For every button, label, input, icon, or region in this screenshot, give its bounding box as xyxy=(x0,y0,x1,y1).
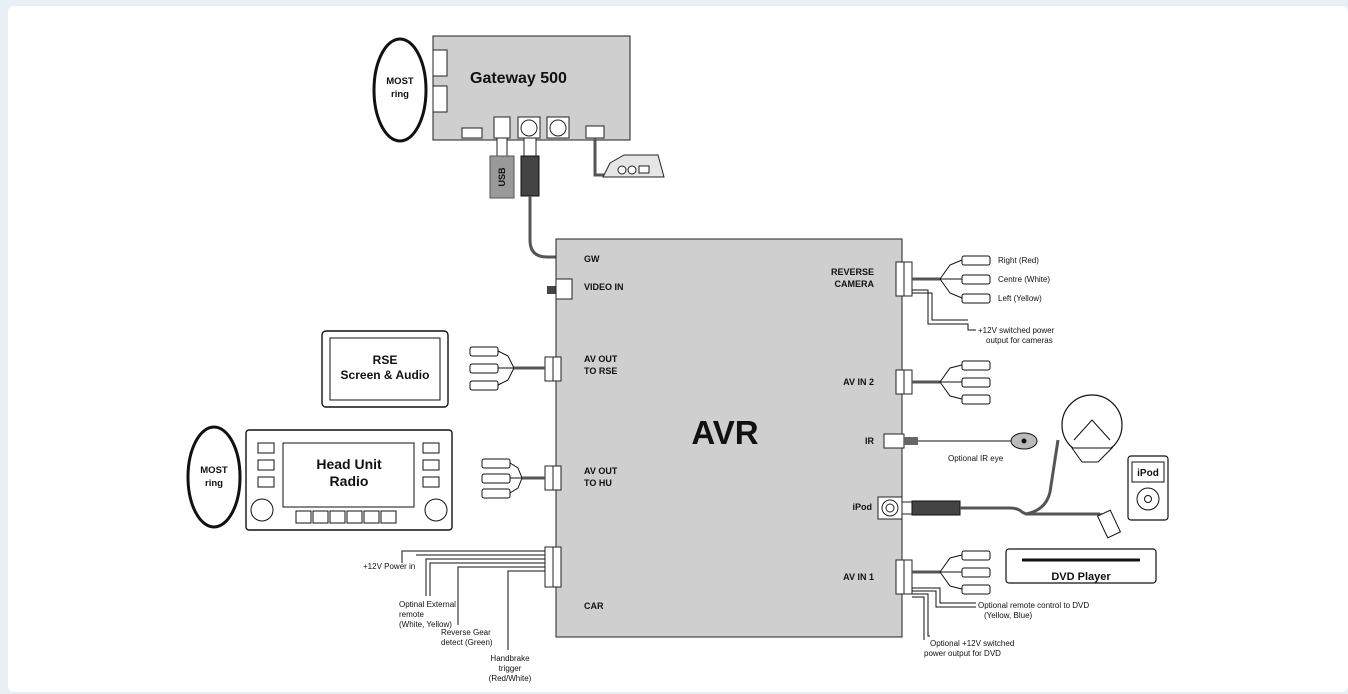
port-ir-label: IR xyxy=(865,436,875,446)
ipod-label: iPod xyxy=(1137,468,1159,479)
hu-rca-cables xyxy=(481,458,545,499)
rse-rca-cables xyxy=(469,346,545,391)
note-ext-remote: Optinal External xyxy=(399,600,456,609)
note-dvd-power: Optional +12V switched xyxy=(930,639,1014,648)
head-unit-title: Head Unit xyxy=(316,456,382,472)
gateway-aux-connector xyxy=(593,138,665,178)
ipod-device: iPod xyxy=(1127,455,1169,521)
ipod-cable xyxy=(901,439,1122,539)
ir-eye-cable xyxy=(904,432,1038,450)
car-port xyxy=(544,546,562,588)
svg-text:ring: ring xyxy=(391,89,409,100)
svg-text:(Red/White): (Red/White) xyxy=(489,674,532,683)
head-unit-subtitle: Radio xyxy=(330,473,369,489)
head-unit-most-ring: MOST ring xyxy=(186,425,242,529)
reverse-camera-port xyxy=(895,261,913,297)
svg-text:CAMERA: CAMERA xyxy=(835,279,875,289)
dvd-label: DVD Player xyxy=(1051,571,1111,583)
svg-text:TO RSE: TO RSE xyxy=(584,366,617,376)
usb-label: USB xyxy=(497,167,507,187)
svg-text:(White, Yellow): (White, Yellow) xyxy=(399,620,452,629)
av-out-rse-port xyxy=(544,356,562,382)
video-in-connector xyxy=(547,278,573,300)
svg-text:trigger: trigger xyxy=(499,664,522,673)
avr-label: AVR xyxy=(691,414,758,451)
car-harness-wires xyxy=(401,550,545,650)
svg-text:power output for DVD: power output for DVD xyxy=(924,649,1001,658)
avr-box: AVR xyxy=(555,238,903,638)
av-in1-rca-cables xyxy=(912,550,991,640)
note-right-red: Right (Red) xyxy=(998,256,1039,265)
port-reverse-camera-label: REVERSE xyxy=(831,267,874,277)
port-av-in2-label: AV IN 2 xyxy=(843,377,874,387)
ipod-dock-clip xyxy=(1061,394,1123,463)
dvd-player: DVD Player xyxy=(1005,548,1157,584)
head-unit-radio: Head Unit Radio xyxy=(245,429,453,531)
svg-text:remote: remote xyxy=(399,610,424,619)
av-out-hu-port xyxy=(544,465,562,491)
gateway-label: Gateway 500 xyxy=(470,70,567,87)
port-car-label: CAR xyxy=(584,601,604,611)
gateway-most-ring: MOST ring xyxy=(372,37,428,143)
note-reverse-gear: Reverse Gear xyxy=(441,628,491,637)
note-dvd-remote: Optional remote control to DVD xyxy=(978,601,1089,610)
rse-title: RSE xyxy=(373,353,398,367)
gw-cable xyxy=(520,137,556,259)
ipod-port xyxy=(877,496,903,520)
rse-screen: RSE Screen & Audio xyxy=(321,330,449,408)
port-video-in-label: VIDEO IN xyxy=(584,282,624,292)
reverse-camera-rca-cables xyxy=(912,255,991,331)
svg-text:ring: ring xyxy=(205,478,223,489)
port-ipod-label: iPod xyxy=(853,502,873,512)
svg-text:detect (Green): detect (Green) xyxy=(441,638,493,647)
usb-plug: USB xyxy=(489,137,515,199)
gateway-500-module: Gateway 500 xyxy=(432,35,631,141)
port-av-out-hu-label: AV OUT xyxy=(584,466,618,476)
av-in2-port xyxy=(895,369,913,395)
svg-text:MOST: MOST xyxy=(200,465,228,476)
port-av-out-rse-label: AV OUT xyxy=(584,354,618,364)
svg-text:TO HU: TO HU xyxy=(584,478,612,488)
port-av-in1-label: AV IN 1 xyxy=(843,572,874,582)
svg-text:(Yellow, Blue): (Yellow, Blue) xyxy=(984,611,1033,620)
note-camera-power: +12V switched power xyxy=(978,326,1055,335)
rse-subtitle: Screen & Audio xyxy=(341,368,430,382)
av-in1-port xyxy=(895,559,913,595)
port-gw-label: GW xyxy=(584,254,600,264)
av-in2-rca-cables xyxy=(912,360,991,405)
note-centre-white: Centre (White) xyxy=(998,275,1050,284)
note-left-yellow: Left (Yellow) xyxy=(998,294,1042,303)
note-ir-eye: Optional IR eye xyxy=(948,454,1004,463)
note-handbrake: Handbrake xyxy=(490,654,530,663)
note-power-in: +12V Power in xyxy=(363,562,415,571)
svg-text:MOST: MOST xyxy=(386,76,414,87)
ir-port xyxy=(883,433,905,449)
svg-text:output for cameras: output for cameras xyxy=(986,336,1053,345)
